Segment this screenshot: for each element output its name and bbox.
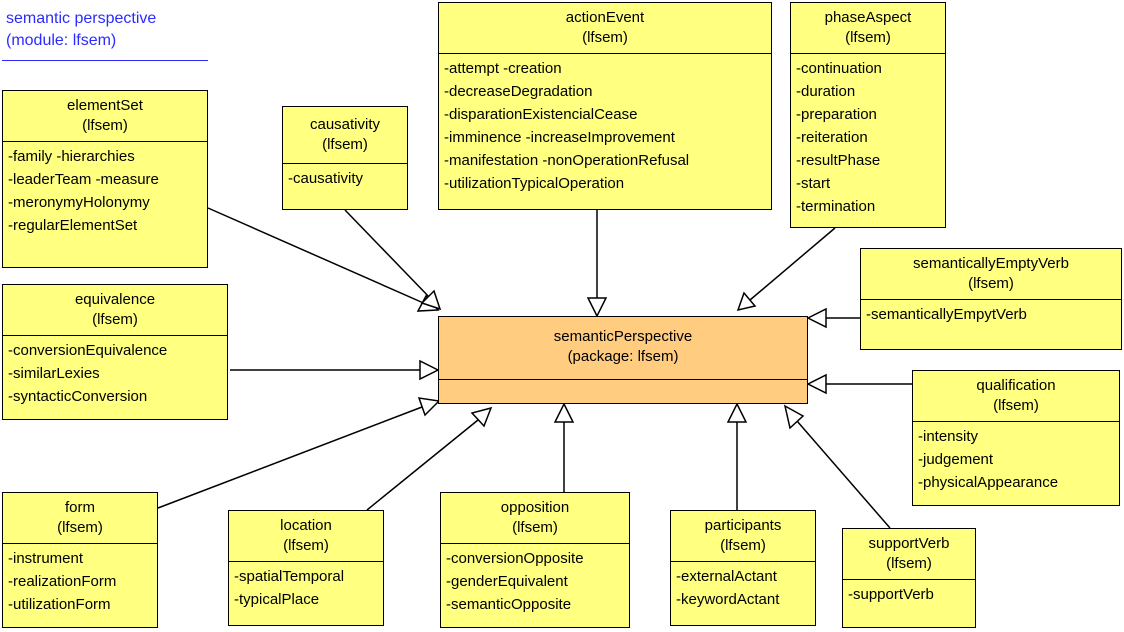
class-equivalence[interactable]: equivalence (lfsem) -conversionEquivalen… [2,284,228,420]
class-package: (lfsem) [845,29,891,46]
attribute: -typicalPlace [234,591,320,608]
attribute: -preparation [796,106,877,123]
attribute: -syntacticConversion [8,388,148,405]
arrowhead-location [470,406,493,428]
class-package: (lfsem) [886,555,932,572]
semantic-perspective-package[interactable]: semanticPerspective (package: lfsem) [438,316,808,404]
arrowhead-participants [726,402,748,423]
attribute: -genderEquivalent [446,573,568,590]
module-title-underline [2,60,208,61]
attribute: -regularElementSet [8,217,138,234]
arrowhead-opposition [553,402,575,423]
class-package: (lfsem) [582,29,628,46]
arrowhead-qualification [806,373,827,395]
attribute: -judgement [918,451,994,468]
class-causativity[interactable]: causativity (lfsem) -causativity [282,106,408,210]
attribute: -semanticOpposite [446,596,572,613]
class-name: qualification [976,377,1056,394]
attribute: -supportVerb [848,586,934,603]
module-title-line2: (module: lfsem) [6,32,117,49]
class-name: supportVerb [868,535,950,552]
arrowhead-semanticallyEmptyVerb [806,307,827,329]
attribute: -imminence -increaseImprovement [444,129,675,146]
class-package: (lfsem) [993,397,1039,414]
arrowhead-supportVerb [783,404,805,430]
class-package: (lfsem) [57,519,103,536]
class-name: semanticallyEmptyVerb [913,255,1069,272]
attribute: -utilizationForm [8,596,111,613]
attribute: -keywordActant [676,591,780,608]
attribute: -family -hierarchies [8,148,135,165]
attribute: -disparationExistencialCease [444,106,638,123]
package-name: semanticPerspective [553,328,693,345]
class-package: (lfsem) [968,275,1014,292]
attribute: -instrument [8,550,84,567]
class-name: equivalence [74,291,156,308]
class-phaseAspect[interactable]: phaseAspect (lfsem) -continuation -durat… [790,2,946,228]
attribute: -causativity [288,170,364,187]
class-name: location [280,517,332,534]
class-qualification[interactable]: qualification (lfsem) -intensity -judgem… [912,370,1120,506]
arrowhead-form [417,397,441,417]
connector-supportVerb [796,420,891,529]
arrowhead-phaseAspect [736,291,757,312]
attribute: -conversionOpposite [446,550,584,567]
connector-elementSet [207,207,429,306]
package-stereotype: (package: lfsem) [567,348,679,365]
attribute: -reiteration [796,129,868,146]
class-package: (lfsem) [322,136,368,153]
class-opposition[interactable]: opposition (lfsem) -conversionOpposite -… [440,492,630,628]
attribute: -leaderTeam -measure [8,171,159,188]
connector-causativity [344,209,433,301]
attribute: -realizationForm [8,573,117,590]
class-name: elementSet [67,97,143,114]
attribute: -termination [796,198,876,215]
connector-location [366,419,479,511]
class-name: participants [704,517,782,534]
attribute: -resultPhase [796,152,881,169]
class-form[interactable]: form (lfsem) -instrument -realizationFor… [2,492,158,628]
class-name: phaseAspect [824,9,912,26]
class-name: causativity [309,116,381,133]
arrowhead-equivalence [419,359,440,381]
attribute: -semanticallyEmpytVerb [866,306,1027,323]
attribute: -duration [796,83,856,100]
class-package: (lfsem) [283,537,329,554]
class-elementSet[interactable]: elementSet (lfsem) -family -hierarchies … [2,90,208,268]
attribute: -manifestation -nonOperationRefusal [444,152,690,169]
module-title: semantic perspective (module: lfsem) [6,8,156,52]
attribute: -continuation [796,60,882,77]
attribute: -utilizationTypicalOperation [444,175,625,192]
attribute: -attempt -creation [444,60,562,77]
attribute: -conversionEquivalence [8,342,168,359]
class-name: opposition [500,499,570,516]
attribute: -start [796,175,831,192]
class-package: (lfsem) [720,537,766,554]
class-semanticallyEmptyVerb[interactable]: semanticallyEmptyVerb (lfsem) -semantica… [860,248,1122,350]
class-location[interactable]: location (lfsem) -spatialTemporal -typic… [228,510,384,626]
connector-form [157,406,423,509]
class-name: form [65,499,95,516]
attribute: -intensity [918,428,979,445]
attribute: -physicalAppearance [918,474,1059,491]
module-title-line1: semantic perspective [6,10,157,27]
class-participants[interactable]: participants (lfsem) -externalActant -ke… [670,510,816,626]
attribute: -similarLexies [8,365,100,382]
class-supportVerb[interactable]: supportVerb (lfsem) -supportVerb [842,528,976,628]
class-package: (lfsem) [82,117,128,134]
class-package: (lfsem) [512,519,558,536]
class-name: actionEvent [565,9,645,26]
arrowhead-causativity [420,289,442,311]
class-actionEvent[interactable]: actionEvent (lfsem) -attempt -creation -… [438,2,772,210]
attribute: -spatialTemporal [234,568,345,585]
class-package: (lfsem) [92,311,138,328]
arrowhead-actionEvent [586,297,608,318]
attribute: -meronymyHolonymy [8,194,150,211]
attribute: -externalActant [676,568,777,585]
attribute: -decreaseDegradation [444,83,593,100]
connector-phaseAspect [749,227,836,301]
